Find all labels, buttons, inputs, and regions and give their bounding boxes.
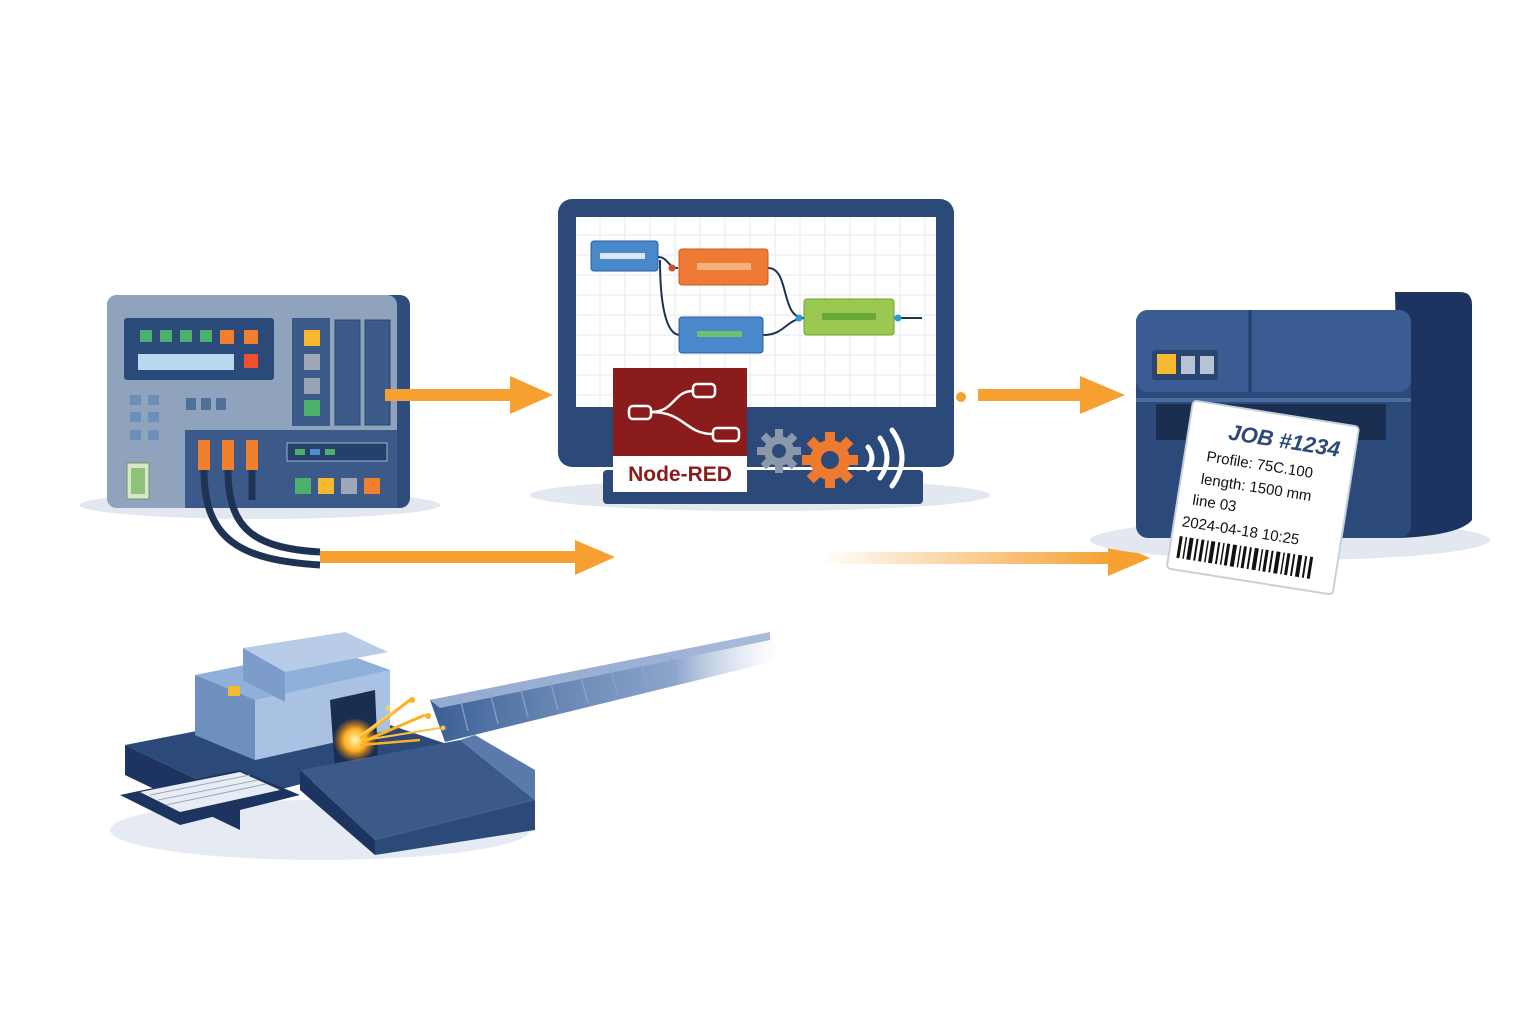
- node-red-title: Node-RED: [628, 463, 732, 486]
- gear-icon-orange: [802, 432, 858, 488]
- gear-icon: [757, 429, 801, 473]
- barcode: [1176, 536, 1314, 579]
- arrow-plc-to-monitor: [385, 376, 553, 414]
- plc-controller: [80, 295, 440, 569]
- plc-display: [124, 318, 274, 380]
- wireless-icon: [865, 427, 905, 489]
- node-red-logo: Node-RED: [613, 368, 747, 492]
- plc-keypad: [130, 395, 226, 440]
- arrow-cable-forward: [320, 540, 615, 575]
- printed-label: JOB #1234 Profile: 75C.100 length: 1500 …: [1166, 400, 1360, 596]
- monitor-node-red-flow: Node-RED: [530, 199, 990, 511]
- spark-effect: [333, 697, 446, 762]
- arrow-monitor-to-printer: [956, 376, 1125, 414]
- label-line: line 03: [1191, 492, 1237, 516]
- saw-cutting-machine: [110, 632, 780, 860]
